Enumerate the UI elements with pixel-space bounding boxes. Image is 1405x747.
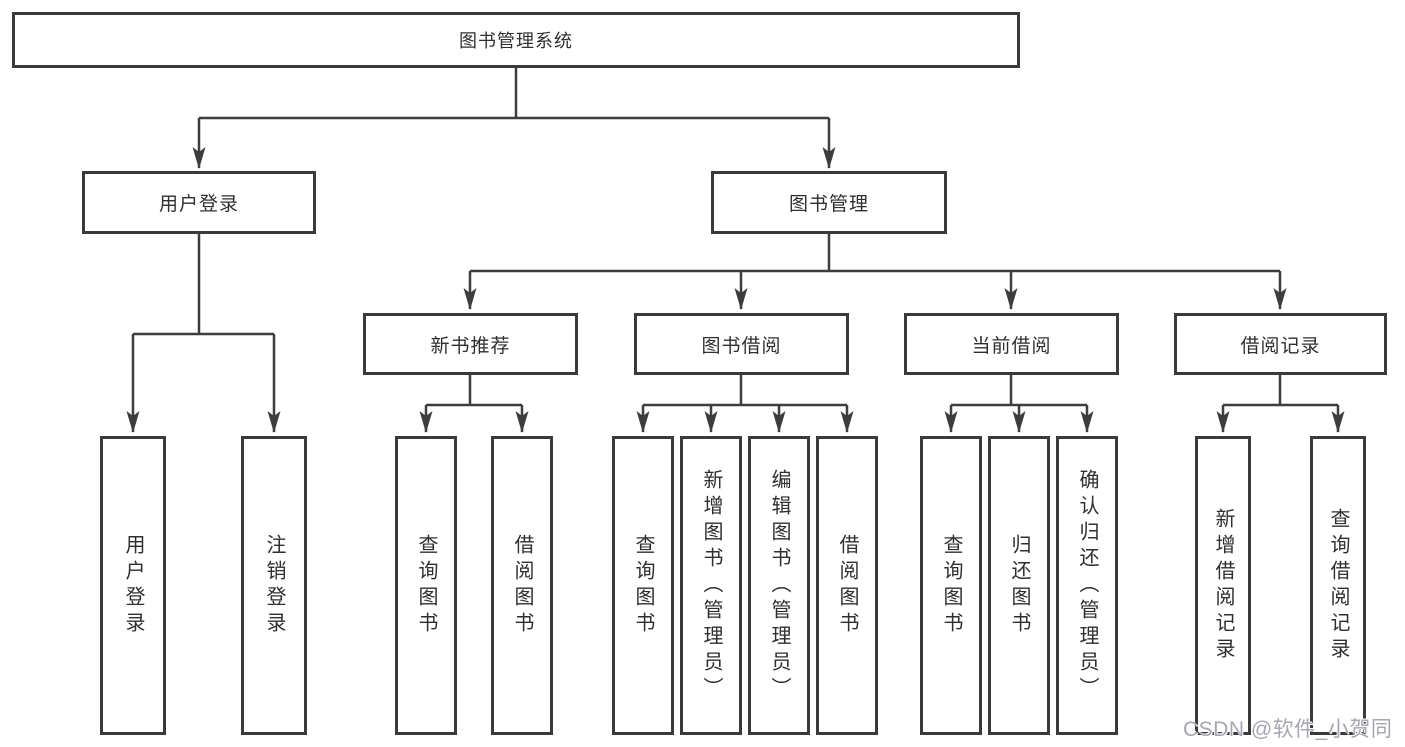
leaf-rec-query-books: 查询图书 bbox=[395, 436, 457, 735]
node-borrow-records: 借阅记录 bbox=[1174, 313, 1387, 375]
leaf-rec-borrow-books-label: 借阅图书 bbox=[511, 533, 533, 638]
leaf-bb-add-books-admin-label: 新增图书（管理员） bbox=[700, 468, 722, 703]
leaf-cb-confirm-return-admin: 确认归还（管理员） bbox=[1056, 436, 1118, 735]
node-borrow-records-label: 借阅记录 bbox=[1240, 335, 1321, 357]
leaf-bb-borrow-books-label: 借阅图书 bbox=[836, 533, 858, 638]
node-current-borrowing-label: 当前借阅 bbox=[971, 335, 1052, 357]
node-new-book-recommend: 新书推荐 bbox=[363, 313, 578, 375]
leaf-bb-borrow-books: 借阅图书 bbox=[816, 436, 878, 735]
leaf-rec-query-books-label: 查询图书 bbox=[415, 533, 437, 638]
node-book-borrowing-label: 图书借阅 bbox=[701, 335, 782, 357]
node-book-management-label: 图书管理 bbox=[788, 194, 869, 215]
leaf-rec-borrow-books: 借阅图书 bbox=[491, 436, 553, 735]
leaf-bb-edit-books-admin-label: 编辑图书（管理员） bbox=[768, 468, 790, 703]
node-current-borrowing: 当前借阅 bbox=[904, 313, 1119, 375]
leaf-user-login: 用户登录 bbox=[100, 436, 166, 735]
leaf-br-add-record-label: 新增借阅记录 bbox=[1212, 507, 1234, 664]
node-book-borrowing: 图书借阅 bbox=[634, 313, 849, 375]
node-new-book-recommend-label: 新书推荐 bbox=[430, 335, 511, 357]
node-library-system: 图书管理系统 bbox=[12, 12, 1020, 68]
leaf-bb-add-books-admin: 新增图书（管理员） bbox=[680, 436, 742, 735]
leaf-cb-return-books-label: 归还图书 bbox=[1008, 533, 1030, 638]
leaf-logout-label: 注销登录 bbox=[263, 533, 285, 638]
csdn-watermark: CSDN @软件_小贺同学 bbox=[1183, 718, 1393, 741]
leaf-user-login-label: 用户登录 bbox=[122, 533, 144, 638]
leaf-logout: 注销登录 bbox=[241, 436, 307, 735]
leaf-cb-query-books-label: 查询图书 bbox=[940, 533, 962, 638]
leaf-br-query-record: 查询借阅记录 bbox=[1310, 436, 1366, 735]
leaf-bb-edit-books-admin: 编辑图书（管理员） bbox=[748, 436, 810, 735]
leaf-cb-confirm-return-admin-label: 确认归还（管理员） bbox=[1076, 468, 1098, 703]
leaf-bb-query-books: 查询图书 bbox=[612, 436, 674, 735]
node-user-login-group-label: 用户登录 bbox=[158, 194, 239, 215]
node-book-management: 图书管理 bbox=[711, 171, 947, 234]
leaf-br-add-record: 新增借阅记录 bbox=[1195, 436, 1251, 735]
leaf-bb-query-books-label: 查询图书 bbox=[632, 533, 654, 638]
leaf-cb-query-books: 查询图书 bbox=[920, 436, 982, 735]
leaf-cb-return-books: 归还图书 bbox=[988, 436, 1050, 735]
node-user-login-group: 用户登录 bbox=[82, 171, 316, 234]
leaf-br-query-record-label: 查询借阅记录 bbox=[1327, 507, 1349, 664]
node-library-system-label: 图书管理系统 bbox=[459, 31, 573, 51]
